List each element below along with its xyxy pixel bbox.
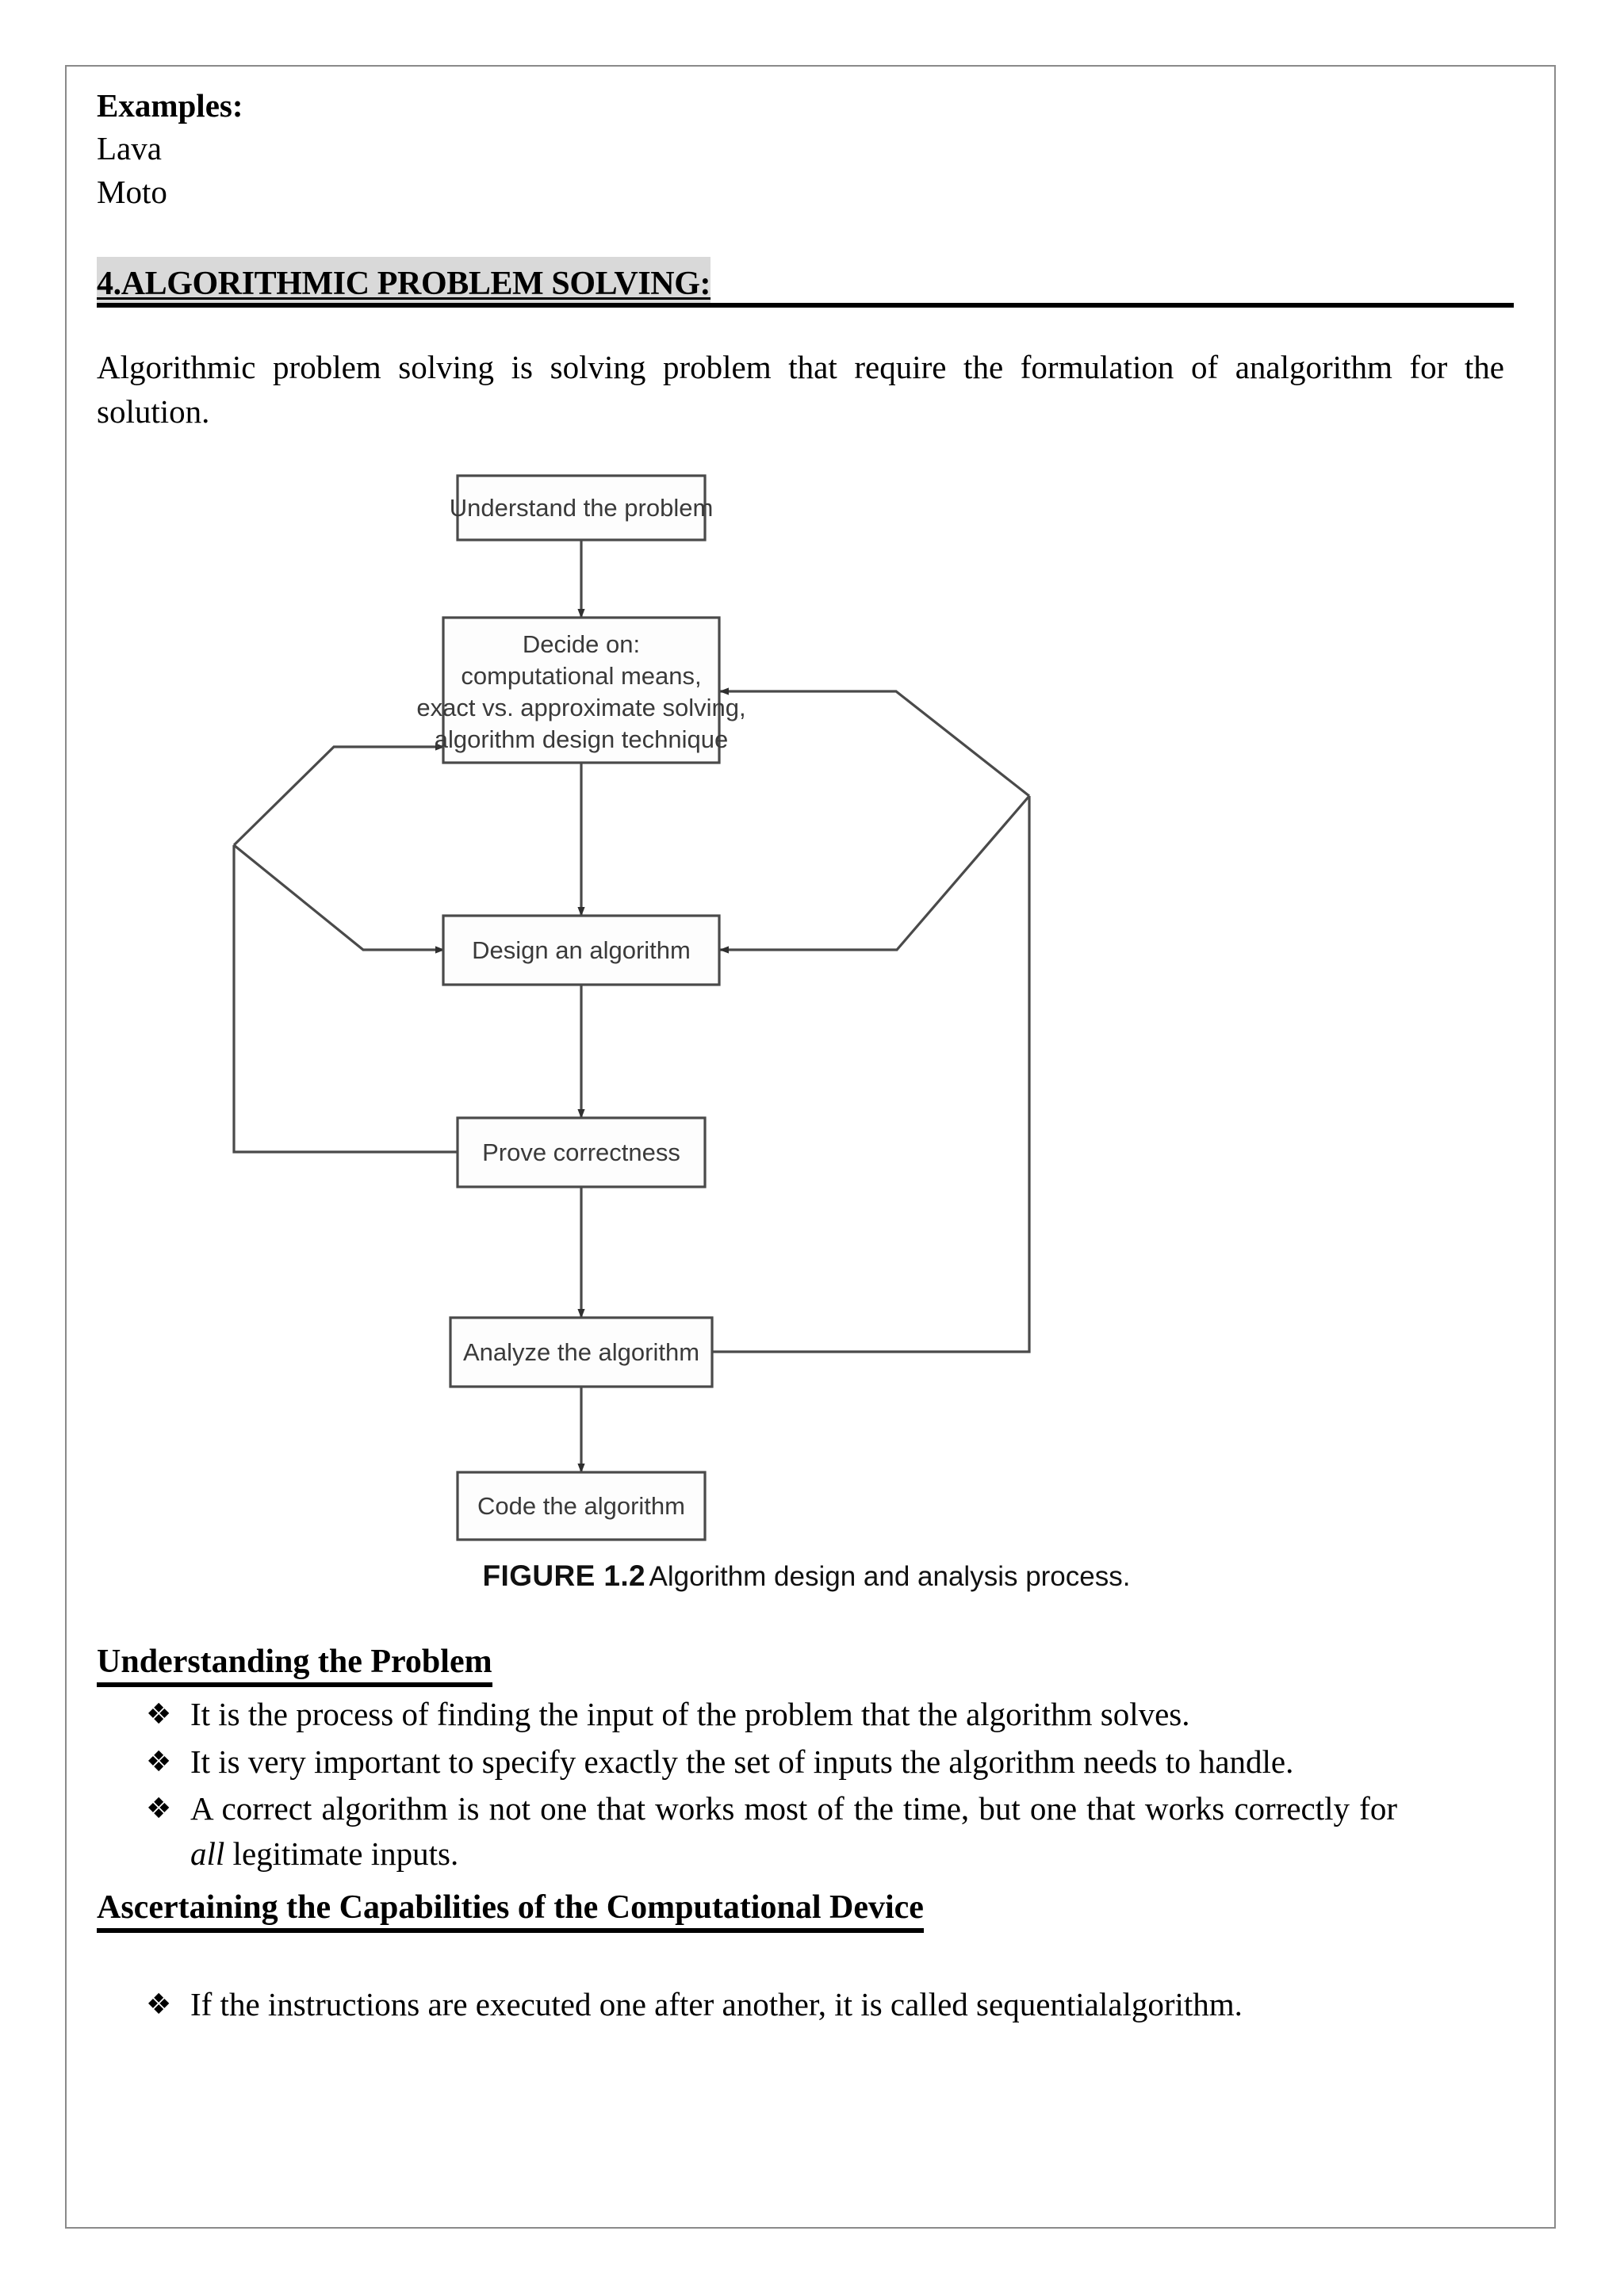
figure-caption-label: FIGURE 1.2 bbox=[482, 1559, 646, 1592]
node-label-decide-line4: algorithm design technique bbox=[435, 725, 729, 753]
edge-analyze-to-decide-branch bbox=[719, 687, 1030, 797]
document-page: Examples: Lava Moto 4.ALGORITHMIC PROBLE… bbox=[65, 65, 1556, 2229]
node-design-an-algorithm bbox=[442, 914, 721, 986]
list-item: ❖ It is very important to specify exactl… bbox=[97, 1739, 1397, 1785]
examples-heading: Examples: bbox=[97, 87, 243, 124]
list-item-text: If the instructions are executed one aft… bbox=[190, 1986, 1243, 2023]
bullet-list-understanding: ❖ It is the process of finding the input… bbox=[97, 1692, 1524, 1877]
bullet-list-ascertaining: ❖ If the instructions are executed one a… bbox=[97, 1982, 1524, 2027]
node-prove-correctness bbox=[456, 1116, 707, 1188]
node-label-decide-line1: Decide on: bbox=[523, 630, 640, 658]
diamond-bullet-icon: ❖ bbox=[146, 1698, 172, 1732]
node-code-the-algorithm bbox=[456, 1471, 707, 1541]
diamond-bullet-icon: ❖ bbox=[146, 1988, 172, 2022]
edge-analyze-feedback-trunk bbox=[705, 795, 1031, 1353]
node-label-understand: Understand the problem bbox=[450, 494, 714, 522]
edge-analyze-to-design-branch bbox=[719, 794, 1031, 954]
section-heading-row: 4.ALGORITHMIC PROBLEM SOLVING: bbox=[97, 257, 1514, 308]
node-label-decide-line3: exact vs. approximate solving, bbox=[416, 694, 745, 721]
subsection-heading-understanding: Understanding the Problem bbox=[97, 1643, 492, 1688]
list-item-text-pre: A correct algorithm is not one that work… bbox=[190, 1789, 1397, 1827]
subsection-ascertaining-heading-row: Ascertaining the Capabilities of the Com… bbox=[97, 1888, 1524, 1934]
node-label-prove: Prove correctness bbox=[482, 1138, 680, 1166]
example-item-moto: Moto bbox=[97, 173, 167, 210]
node-label-design: Design an algorithm bbox=[472, 936, 691, 964]
section-heading: 4.ALGORITHMIC PROBLEM SOLVING: bbox=[97, 257, 710, 305]
edge-prove-feedback-trunk bbox=[232, 844, 458, 1154]
edge-prove-to-design-branch bbox=[232, 844, 445, 954]
node-label-analyze: Analyze the algorithm bbox=[463, 1338, 699, 1366]
list-item: ❖ If the instructions are executed one a… bbox=[97, 1982, 1397, 2027]
node-decide-on bbox=[442, 616, 721, 764]
edge-prove-to-decide-branch bbox=[232, 743, 445, 846]
list-item-text: It is the process of finding the input o… bbox=[190, 1696, 1190, 1733]
list-item-text: It is very important to specify exactly … bbox=[190, 1743, 1294, 1780]
diamond-bullet-icon: ❖ bbox=[146, 1745, 172, 1778]
subsection-understanding-heading-row: Understanding the Problem bbox=[97, 1643, 1524, 1688]
example-item-lava: Lava bbox=[97, 130, 162, 167]
figure-caption-text: Algorithm design and analysis process. bbox=[649, 1560, 1131, 1592]
list-item: ❖ A correct algorithm is not one that wor… bbox=[97, 1786, 1397, 1877]
node-label-decide-line2: computational means, bbox=[461, 662, 701, 690]
list-item-emphasis: all bbox=[190, 1835, 225, 1873]
diamond-bullet-icon: ❖ bbox=[146, 1792, 172, 1825]
section-heading-rule bbox=[97, 303, 1514, 308]
document-content: Examples: Lava Moto 4.ALGORITHMIC PROBLE… bbox=[97, 84, 1524, 2030]
node-analyze-the-algorithm bbox=[449, 1316, 714, 1388]
figure-1-2: Understand the problem Decide on: comput… bbox=[97, 453, 1516, 1635]
list-item-text-post: legitimate inputs. bbox=[224, 1835, 459, 1873]
intro-paragraph: Algorithmic problem solving is solving p… bbox=[97, 349, 1504, 430]
list-item: ❖ It is the process of finding the input… bbox=[97, 1692, 1397, 1737]
node-understand-the-problem bbox=[456, 474, 707, 541]
flowchart-svg: Understand the problem Decide on: comput… bbox=[232, 474, 1031, 1541]
node-label-code: Code the algorithm bbox=[477, 1492, 685, 1520]
subsection-heading-ascertaining: Ascertaining the Capabilities of the Com… bbox=[97, 1888, 924, 1934]
figure-caption: FIGURE 1.2 Algorithm design and analysis… bbox=[97, 1559, 1516, 1593]
